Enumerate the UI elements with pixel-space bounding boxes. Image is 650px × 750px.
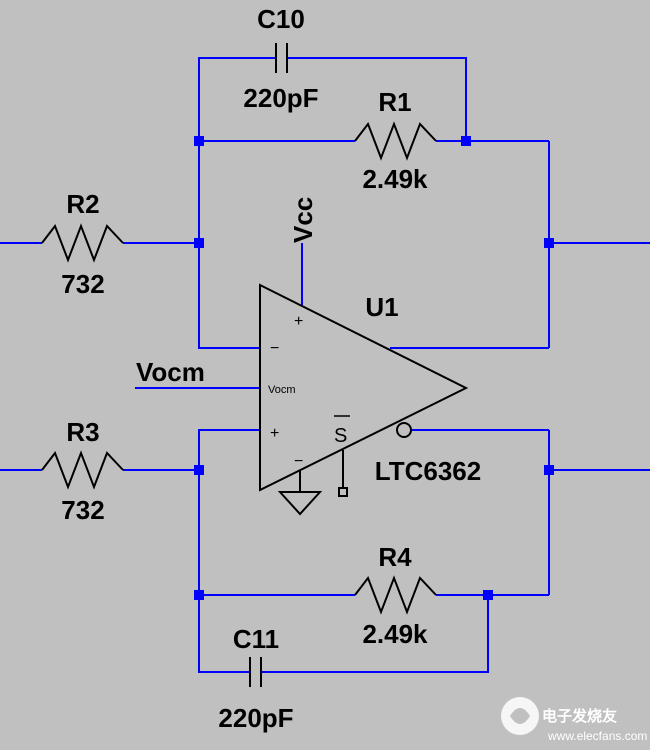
r4-value-label: 2.49k [362, 619, 428, 649]
wires [0, 57, 650, 673]
capacitor-c11 [249, 657, 262, 687]
pin-label-minus-top: − [270, 340, 279, 357]
junction [544, 465, 554, 475]
wire-c10-left [198, 57, 276, 243]
u1-ref-label: U1 [365, 292, 398, 322]
pin-label-vocm: Vocm [268, 384, 296, 396]
wire-to-minus-top [198, 243, 260, 349]
shdn-pin-terminal [338, 487, 348, 497]
wire-c10-right [287, 57, 467, 141]
junction [544, 238, 554, 248]
junction [461, 136, 471, 146]
junction [194, 465, 204, 475]
opamp-output-inversion-bubble [396, 422, 412, 438]
opamp-triangle [259, 283, 469, 492]
wire-c11-right [261, 595, 489, 673]
watermark-url: www.elecfans.com [547, 729, 647, 743]
u1-part-label: LTC6362 [375, 456, 481, 486]
junction [194, 136, 204, 146]
resistor-r4 [354, 575, 437, 615]
capacitor-c10 [275, 43, 288, 73]
junction [483, 590, 493, 600]
r2-value-label: 732 [61, 269, 104, 299]
net-label-vcc: Vcc [288, 197, 318, 243]
c11-ref-label: C11 [233, 624, 279, 654]
opamp-u1 [259, 283, 469, 516]
r1-value-label: 2.49k [362, 164, 428, 194]
r3-value-label: 732 [61, 495, 104, 525]
resistor-r2 [41, 223, 124, 263]
pin-label-plus-bottom: + [270, 425, 279, 442]
r1-ref-label: R1 [378, 87, 411, 117]
r4-ref-label: R4 [378, 542, 412, 572]
r3-ref-label: R3 [66, 417, 99, 447]
watermark: 电子发烧友 www.elecfans.com [501, 697, 647, 743]
c10-value-label: 220pF [243, 83, 318, 113]
c11-value-label: 220pF [218, 703, 293, 733]
pin-label-shdn: S [334, 425, 347, 447]
junctions [194, 136, 554, 600]
ground-icon [277, 491, 323, 516]
resistor-r1 [354, 121, 437, 161]
pin-label-plus-top: + [294, 313, 303, 330]
junction [194, 238, 204, 248]
watermark-text: 电子发烧友 [542, 707, 617, 725]
wire-bottom-left-loop [198, 429, 260, 673]
pin-label-minus-bottom: − [294, 453, 303, 470]
resistor-r3 [41, 450, 124, 490]
net-label-vocm: Vocm [136, 357, 205, 387]
r2-ref-label: R2 [66, 189, 99, 219]
junction [194, 590, 204, 600]
c10-ref-label: C10 [257, 4, 305, 34]
